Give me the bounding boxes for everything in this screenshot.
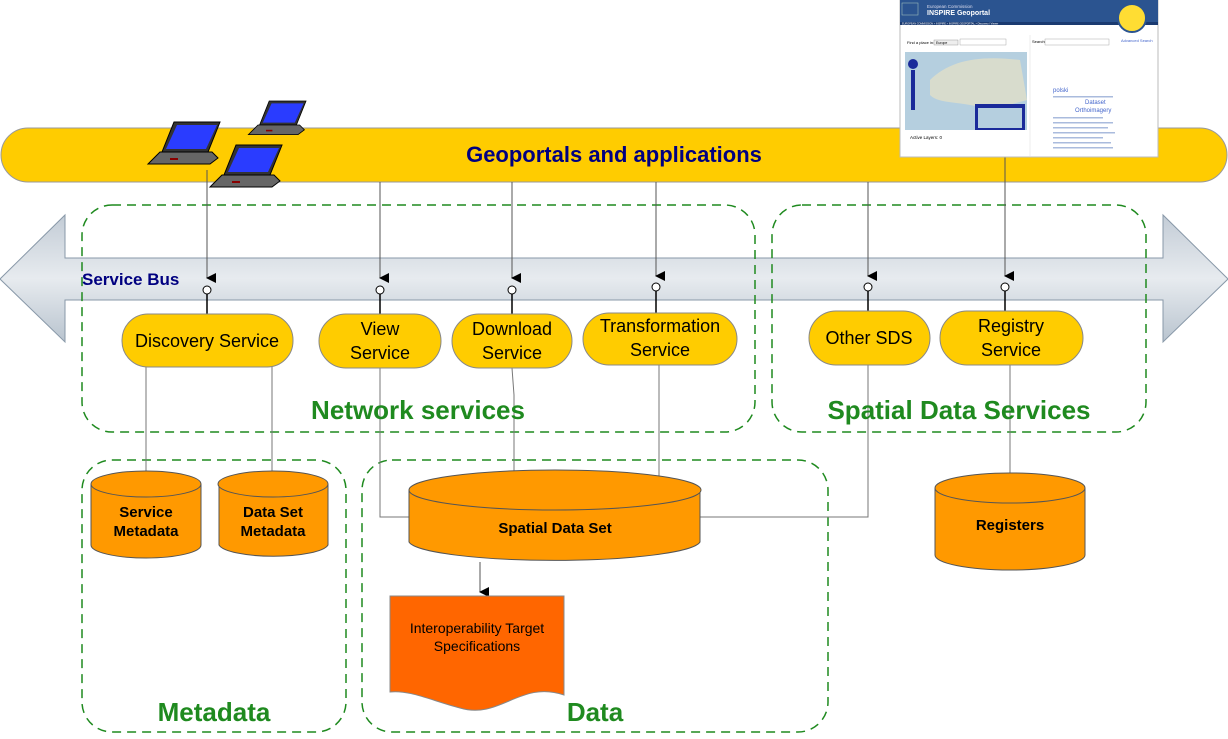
laptop-icon — [247, 100, 307, 136]
svg-text:Service: Service — [119, 504, 172, 521]
network-services-group — [81, 204, 756, 433]
svg-text:Service: Service — [981, 340, 1041, 360]
geoportals-label: Geoportals and applications — [466, 142, 762, 167]
svg-text:View: View — [361, 319, 401, 339]
network-services-label: Network services — [311, 395, 525, 425]
svg-text:Data Set: Data Set — [243, 504, 303, 521]
spatial-data-services-group — [771, 204, 1147, 433]
service-transformation: Transformation Service — [582, 312, 738, 366]
svg-text:Spatial Data Set: Spatial Data Set — [498, 520, 611, 537]
svg-text:Orthoimagery: Orthoimagery — [1075, 108, 1111, 114]
data-group — [361, 459, 829, 733]
spatial-data-set-store: Spatial Data Set — [408, 469, 702, 561]
service-registry: Registry Service — [939, 310, 1084, 366]
bus-connection-points — [202, 282, 1010, 295]
svg-text:Advanced Search: Advanced Search — [1121, 38, 1153, 43]
service-download: Download Service — [451, 313, 573, 369]
service-metadata-store: Service Metadata — [90, 470, 202, 559]
svg-text:European Commission: European Commission — [927, 4, 973, 9]
metadata-label: Metadata — [158, 697, 271, 727]
svg-text:EUROPEAN COMMISSION > INSPIRE: EUROPEAN COMMISSION > INSPIRE > INSPIRE … — [902, 23, 998, 26]
service-other-sds: Other SDS — [808, 310, 931, 366]
svg-text:Discovery Service: Discovery Service — [135, 331, 279, 351]
svg-text:Active Layers: 0: Active Layers: 0 — [910, 135, 943, 140]
svg-text:Download: Download — [472, 319, 552, 339]
service-view: View Service — [318, 313, 442, 369]
svg-text:Registers: Registers — [976, 517, 1044, 534]
svg-text:Search:: Search: — [1032, 39, 1046, 44]
svg-text:Transformation: Transformation — [600, 316, 720, 336]
svg-text:Service: Service — [630, 340, 690, 360]
svg-text:Find a place in:: Find a place in: — [907, 40, 934, 45]
svg-text:Specifications: Specifications — [434, 638, 520, 654]
registers-store: Registers — [934, 472, 1086, 571]
svg-text:Service: Service — [350, 343, 410, 363]
service-bus-label: Service Bus — [82, 270, 179, 289]
inspire-geoportal-screenshot: European Commission INSPIRE Geoportal EU… — [899, 0, 1159, 158]
svg-text:Metadata: Metadata — [113, 523, 179, 540]
service-discovery: Discovery Service — [121, 313, 294, 368]
svg-text:Dataset: Dataset — [1085, 100, 1106, 106]
interoperability-document: Interoperability Target Specifications — [389, 595, 565, 711]
service-bus-arrow — [0, 213, 1228, 344]
svg-text:Europe: Europe — [936, 41, 947, 45]
svg-text:Service: Service — [482, 343, 542, 363]
svg-text:Other SDS: Other SDS — [825, 328, 912, 348]
spatial-data-services-label: Spatial Data Services — [827, 395, 1090, 425]
svg-text:polski: polski — [1053, 88, 1068, 94]
data-label: Data — [567, 697, 624, 727]
svg-text:Metadata: Metadata — [240, 523, 306, 540]
svg-text:Registry: Registry — [978, 316, 1044, 336]
svg-text:Interoperability Target: Interoperability Target — [410, 620, 544, 636]
dataset-metadata-store: Data Set Metadata — [217, 470, 329, 557]
svg-text:INSPIRE Geoportal: INSPIRE Geoportal — [927, 10, 990, 17]
